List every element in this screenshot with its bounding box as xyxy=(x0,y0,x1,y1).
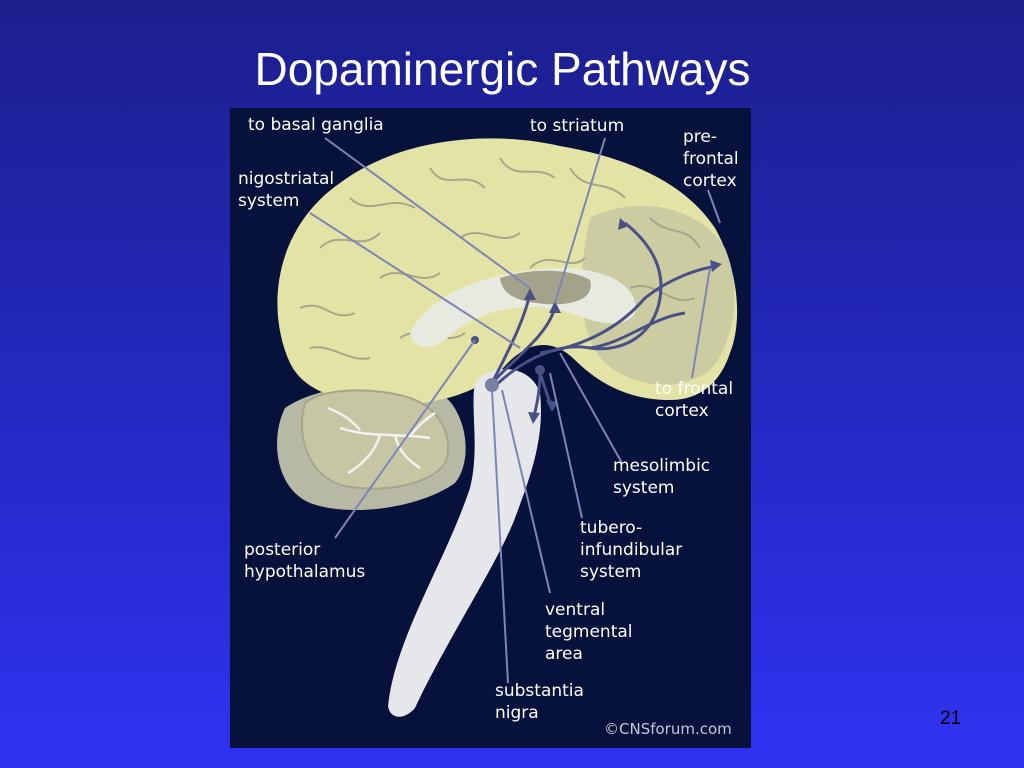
label-posterior-hypothalamus: posterior hypothalamus xyxy=(244,540,366,582)
label-to-basal-ganglia: to basal ganglia xyxy=(248,115,384,135)
leader-lines xyxy=(309,137,721,684)
cerebellum-arbor xyxy=(327,406,436,475)
slide-number: 21 xyxy=(940,708,962,729)
pathway-arrows xyxy=(490,221,719,421)
label-mesolimbic-system: mesolimbic system xyxy=(613,456,711,498)
substantia-nigra-dot xyxy=(485,378,499,392)
arrow-heads xyxy=(524,218,722,424)
striatum-region xyxy=(500,270,591,305)
label-substantia-nigra: substantia nigra xyxy=(495,681,584,723)
brain-illustration xyxy=(277,137,738,717)
label-to-striatum: to striatum xyxy=(530,116,625,136)
label-prefrontal-cortex: pre- frontal cortex xyxy=(683,127,739,191)
label-tuberoinfundibular-system: tubero- infundibular system xyxy=(580,518,683,582)
label-ventral-tegmental-area: ventral tegmental area xyxy=(545,600,633,664)
ventral-tegmental-dot xyxy=(535,365,545,375)
slide-title: Dopaminergic Pathways xyxy=(254,43,751,95)
cerebellum-inner xyxy=(300,389,450,490)
brain-diagram: to basal ganglia to striatum pre- fronta… xyxy=(230,108,751,748)
label-to-frontal-cortex: to frontal cortex xyxy=(655,379,734,421)
copyright-notice: ©CNSforum.com xyxy=(604,720,732,738)
brainstem xyxy=(388,369,541,717)
label-nigostriatal-system: nigostriatal system xyxy=(238,169,335,211)
